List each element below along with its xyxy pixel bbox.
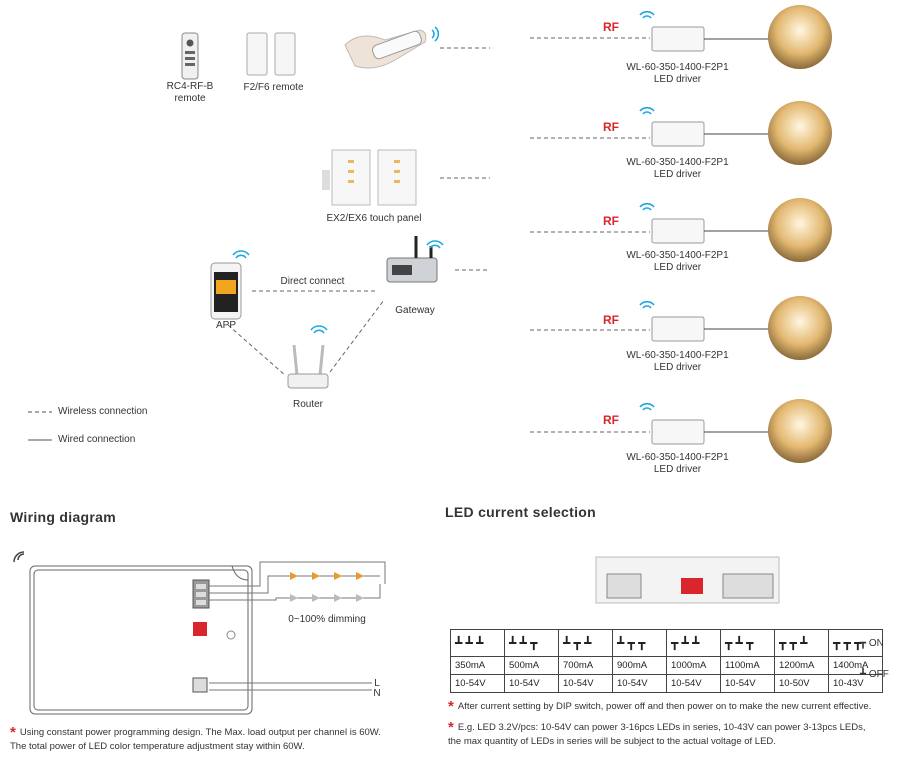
dip-on-label: ┳ ON: [860, 638, 900, 650]
dip-off-label: ┻ OFF: [860, 669, 900, 681]
voltage-cell: 10-54V: [666, 674, 721, 693]
legend-wireless-label: Wireless connection: [58, 406, 148, 417]
l-label: L: [374, 678, 380, 689]
router-icon: [287, 344, 329, 389]
lamp-icons: [768, 5, 832, 463]
current-cell: 700mA: [558, 656, 613, 675]
rf-label-3: RF: [603, 214, 619, 228]
wifi-icons: [232, 10, 655, 411]
dip-on-text: ON: [868, 638, 884, 649]
rf-label-2: RF: [603, 120, 619, 134]
driver-4: [651, 316, 770, 342]
legend-wired-label: Wired connection: [58, 434, 136, 445]
driver-3: [651, 218, 770, 244]
voltage-cell: 10-54V: [720, 674, 775, 693]
current-cell: 1000mA: [666, 656, 721, 675]
rc4-remote-icon: [181, 32, 199, 80]
driver-2: [651, 121, 770, 147]
led-current-table: ┻ ┻ ┻┻ ┻ ┳┻ ┳ ┻┻ ┳ ┳┳ ┻ ┻┳ ┻ ┳┳ ┳ ┻┳ ┳ ┳…: [450, 629, 883, 693]
driver-desc: LED driver: [653, 464, 702, 475]
router-label: Router: [292, 399, 323, 410]
driver-5: [651, 419, 770, 445]
driver-model: WL-60-350-1400-F2P1: [626, 350, 729, 361]
led-note-1: *After current setting by DIP switch, po…: [448, 698, 898, 715]
dip-pattern-cell: ┳ ┳ ┳: [828, 629, 883, 657]
driver-desc: LED driver: [653, 74, 702, 85]
app-label: APP: [215, 320, 236, 331]
touch-panel-label: EX2/EX6 touch panel: [326, 213, 422, 224]
dip-pattern-cell: ┳ ┻ ┻: [666, 629, 721, 657]
voltage-cell: 10-43V: [828, 674, 883, 693]
led-note-2-text: E.g. LED 3.2V/pcs: 10-54V can power 3-16…: [448, 722, 866, 747]
hand-remote-icon: [344, 29, 427, 69]
wiring-title: Wiring diagram: [10, 509, 116, 525]
driver-model: WL-60-350-1400-F2P1: [626, 452, 729, 463]
wiring-note-text: Using constant power programming design.…: [10, 727, 381, 752]
wiring-note: *Using constant power programming design…: [10, 724, 430, 754]
dimming-label: 0~100% dimming: [288, 614, 366, 625]
driver-model: WL-60-350-1400-F2P1: [626, 62, 729, 73]
wireless-links: [227, 37, 650, 433]
voltage-cell: 10-54V: [558, 674, 613, 693]
direct-connect-label: Direct connect: [280, 276, 345, 287]
gateway-label: Gateway: [395, 305, 435, 316]
rf-label-5: RF: [603, 413, 619, 427]
f2f6-label: F2/F6 remote: [243, 82, 304, 93]
rf-label-1: RF: [603, 20, 619, 34]
voltage-cell: 10-50V: [774, 674, 829, 693]
wiring-diagram: [13, 551, 386, 715]
driver-closeup: [595, 556, 780, 604]
driver-desc: LED driver: [653, 362, 702, 373]
table-row: ┻ ┻ ┻┻ ┻ ┳┻ ┳ ┻┻ ┳ ┳┳ ┻ ┻┳ ┻ ┳┳ ┳ ┻┳ ┳ ┳: [450, 629, 883, 657]
led-note-2: *E.g. LED 3.2V/pcs: 10-54V can power 3-1…: [448, 719, 898, 749]
rf-label-4: RF: [603, 313, 619, 327]
phone-icon: [210, 262, 242, 320]
driver-model: WL-60-350-1400-F2P1: [626, 157, 729, 168]
voltage-cell: 10-54V: [612, 674, 667, 693]
dip-pattern-cell: ┻ ┻ ┻: [450, 629, 505, 657]
touch-panel-icon: [322, 149, 417, 206]
network-diagram: [28, 5, 832, 463]
dip-off-text: OFF: [868, 669, 889, 680]
asterisk-icon: *: [448, 698, 454, 715]
current-cell: 500mA: [504, 656, 559, 675]
asterisk-icon: *: [448, 719, 454, 736]
led-icons: [290, 572, 364, 602]
rc4-label: RC4-RF-B remote: [166, 81, 214, 104]
dip-pattern-cell: ┻ ┻ ┳: [504, 629, 559, 657]
dip-on-icon: ┳: [860, 638, 867, 649]
gateway-icon: [386, 236, 438, 283]
driver-desc: LED driver: [653, 169, 702, 180]
current-cell: 900mA: [612, 656, 667, 675]
asterisk-icon: *: [10, 724, 16, 741]
driver-stack: [651, 26, 770, 445]
n-label: N: [373, 688, 381, 699]
dip-pattern-cell: ┻ ┳ ┳: [612, 629, 667, 657]
voltage-cell: 10-54V: [504, 674, 559, 693]
driver-1: [651, 26, 770, 52]
driver-model: WL-60-350-1400-F2P1: [626, 250, 729, 261]
driver-desc: LED driver: [653, 262, 702, 273]
voltage-cell: 10-54V: [450, 674, 505, 693]
led-note-1-text: After current setting by DIP switch, pow…: [457, 701, 872, 712]
current-cell: 350mA: [450, 656, 505, 675]
f2f6-remote-icon: [246, 32, 296, 76]
dip-pattern-cell: ┳ ┻ ┳: [720, 629, 775, 657]
dip-pattern-cell: ┻ ┳ ┻: [558, 629, 613, 657]
current-cell: 1200mA: [774, 656, 829, 675]
dip-pattern-cell: ┳ ┳ ┻: [774, 629, 829, 657]
led-title: LED current selection: [445, 504, 597, 520]
current-cell: 1100mA: [720, 656, 775, 675]
dip-off-icon: ┻: [860, 669, 867, 680]
